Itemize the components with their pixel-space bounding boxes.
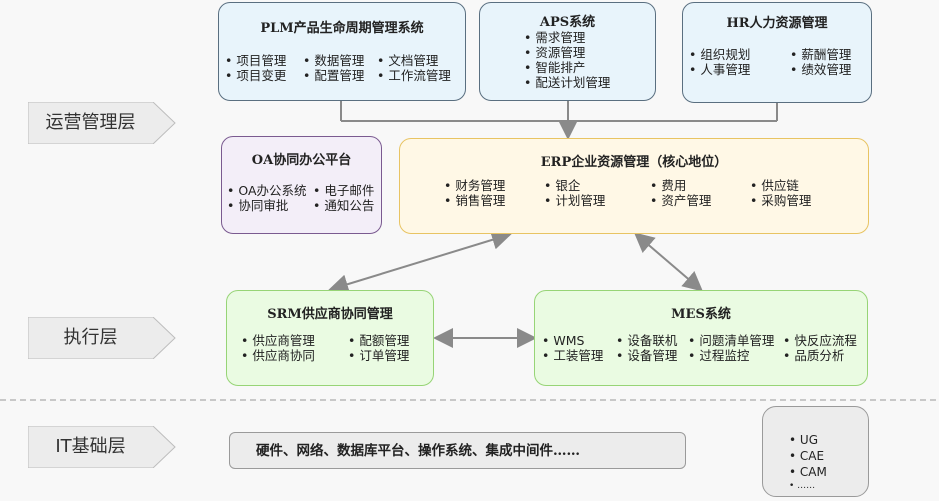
erp-srm-arrow bbox=[328, 230, 512, 294]
plm-title: PLM产品生命周期管理系统 bbox=[260, 21, 424, 36]
oa-item: OA办公系统 bbox=[227, 183, 306, 198]
erp-item: 销售管理 bbox=[444, 193, 505, 208]
oa-item: 通知公告 bbox=[313, 198, 374, 213]
srm-title: SRM供应商协同管理 bbox=[267, 307, 393, 322]
mes-item: 品质分析 bbox=[783, 348, 844, 363]
srm-item: 配额管理 bbox=[348, 333, 409, 348]
tool-item: CAM bbox=[789, 465, 827, 480]
erp-item: 供应链 bbox=[750, 178, 799, 193]
mes-system-box: MES系统 WMS 设备联机 问题清单管理 快反应流程 工装管理 设备管理 过程… bbox=[534, 290, 868, 386]
hr-item: 绩效管理 bbox=[790, 62, 851, 77]
plm-item: 项目变更 bbox=[225, 68, 286, 83]
aps-item: 智能排产 bbox=[524, 60, 585, 75]
oa-platform-box: OA协同办公平台 OA办公系统 电子邮件 协同审批 通知公告 bbox=[221, 136, 382, 234]
infrastructure-text: 硬件、网络、数据库平台、操作系统、集成中间件…… bbox=[256, 443, 580, 459]
layer-label-operations: 运营管理层 bbox=[28, 102, 176, 144]
infrastructure-bar: 硬件、网络、数据库平台、操作系统、集成中间件…… bbox=[229, 432, 686, 469]
layer-label-execution: 执行层 bbox=[28, 317, 176, 359]
mes-item: 快反应流程 bbox=[783, 333, 857, 348]
mes-item: 工装管理 bbox=[542, 348, 603, 363]
oa-title: OA协同办公平台 bbox=[251, 153, 352, 168]
mes-item: 设备管理 bbox=[616, 348, 677, 363]
erp-item: 费用 bbox=[650, 178, 686, 193]
hr-system-box: HR人力资源管理 组织规划 薪酬管理 人事管理 绩效管理 bbox=[682, 2, 872, 103]
aps-item: 需求管理 bbox=[524, 30, 585, 45]
plm-item: 配置管理 bbox=[303, 68, 364, 83]
hr-item: 组织规划 bbox=[689, 47, 750, 62]
erp-mes-arrow bbox=[633, 232, 704, 292]
mes-item: WMS bbox=[542, 333, 584, 348]
layer-execution-text: 执行层 bbox=[63, 327, 118, 348]
plm-system-box: PLM产品生命周期管理系统 项目管理 数据管理 文档管理 项目变更 配置管理 工… bbox=[218, 2, 466, 101]
plm-item: 工作流管理 bbox=[377, 68, 451, 83]
erp-title: ERP企业资源管理（核心地位） bbox=[540, 155, 728, 170]
mes-title: MES系统 bbox=[671, 307, 731, 322]
erp-item: 银企 bbox=[544, 178, 580, 193]
erp-item: 采购管理 bbox=[750, 193, 811, 208]
srm-item: 供应商管理 bbox=[241, 333, 315, 348]
hr-item: 薪酬管理 bbox=[790, 47, 851, 62]
aps-item: 配送计划管理 bbox=[524, 75, 610, 90]
design-tools-box: UG CAE CAM …… bbox=[762, 406, 869, 497]
erp-item: 计划管理 bbox=[544, 193, 605, 208]
plm-item: 文档管理 bbox=[377, 53, 438, 68]
srm-system-box: SRM供应商协同管理 供应商管理 配额管理 供应商协同 订单管理 bbox=[226, 290, 434, 386]
tool-item: UG bbox=[789, 433, 818, 448]
srm-item: 供应商协同 bbox=[241, 348, 315, 363]
mes-item: 过程监控 bbox=[688, 348, 749, 363]
layer-label-it: IT基础层 bbox=[28, 426, 176, 468]
aps-system-box: APS系统 需求管理 资源管理 智能排产 配送计划管理 bbox=[479, 2, 656, 101]
tool-item: CAE bbox=[789, 449, 824, 464]
srm-item: 订单管理 bbox=[348, 348, 409, 363]
erp-item: 财务管理 bbox=[444, 178, 505, 193]
hr-item: 人事管理 bbox=[689, 62, 750, 77]
aps-item: 资源管理 bbox=[524, 45, 585, 60]
erp-item: 资产管理 bbox=[650, 193, 711, 208]
layer-it-text: IT基础层 bbox=[55, 436, 126, 457]
mes-item: 问题清单管理 bbox=[688, 333, 774, 348]
oa-item: 协同审批 bbox=[227, 198, 288, 213]
plm-item: 项目管理 bbox=[225, 53, 286, 68]
oa-item: 电子邮件 bbox=[313, 183, 374, 198]
plm-item: 数据管理 bbox=[303, 53, 364, 68]
top-merge-connector bbox=[340, 100, 778, 140]
mes-item: 设备联机 bbox=[616, 333, 677, 348]
hr-title: HR人力资源管理 bbox=[726, 16, 828, 31]
layer-operations-text: 运营管理层 bbox=[45, 112, 136, 133]
erp-system-box: ERP企业资源管理（核心地位） 财务管理 银企 费用 供应链 销售管理 计划管理… bbox=[399, 138, 869, 234]
aps-title: APS系统 bbox=[539, 15, 596, 30]
tool-item: …… bbox=[789, 479, 815, 494]
